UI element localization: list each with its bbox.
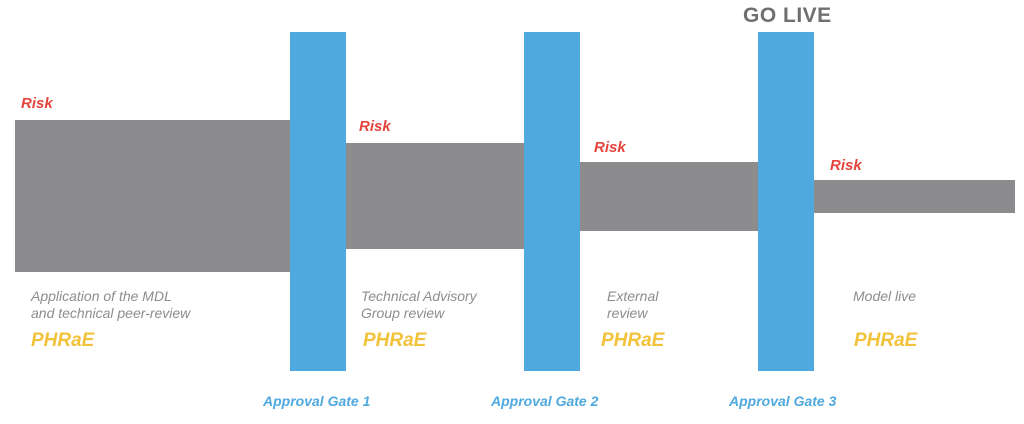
- stage-3-description-line-1: External: [607, 288, 659, 304]
- stage-3-description-line-2: review: [607, 305, 648, 321]
- risk-band-4: [814, 180, 1015, 213]
- stage-4-description: Model live: [853, 288, 916, 305]
- approval-gate-2-bar: [524, 32, 580, 371]
- risk-label-3: Risk: [594, 139, 626, 156]
- approval-gate-1-label: Approval Gate 1: [263, 393, 371, 409]
- go-live-label: GO LIVE: [743, 4, 832, 27]
- approval-gate-3-bar: [758, 32, 814, 371]
- stage-2-description-line-1: Technical Advisory: [361, 288, 477, 304]
- stage-1-description: Application of the MDL and technical pee…: [31, 288, 190, 322]
- approval-gate-1-bar: [290, 32, 346, 371]
- approval-gate-2-label: Approval Gate 2: [491, 393, 599, 409]
- risk-band-3: [580, 162, 760, 231]
- stage-2-description: Technical Advisory Group review: [361, 288, 477, 322]
- phrae-label-3: PHRaE: [601, 330, 665, 351]
- phrae-label-1: PHRaE: [31, 330, 95, 351]
- stage-4-description-line-1: Model live: [853, 288, 917, 304]
- phrae-label-4: PHRaE: [854, 330, 918, 351]
- stage-1-description-line-1: Application of the MDL: [31, 288, 172, 304]
- risk-label-4: Risk: [830, 157, 862, 174]
- risk-label-2: Risk: [359, 118, 391, 135]
- phrae-label-2: PHRaE: [363, 330, 427, 351]
- risk-band-1: [15, 120, 292, 272]
- risk-band-2: [346, 143, 526, 249]
- stage-2-description-line-2: Group review: [361, 305, 445, 321]
- risk-label-1: Risk: [21, 95, 53, 112]
- approval-gate-3-label: Approval Gate 3: [729, 393, 837, 409]
- stage-1-description-line-2: and technical peer-review: [31, 305, 191, 321]
- stage-3-description: External review: [607, 288, 658, 322]
